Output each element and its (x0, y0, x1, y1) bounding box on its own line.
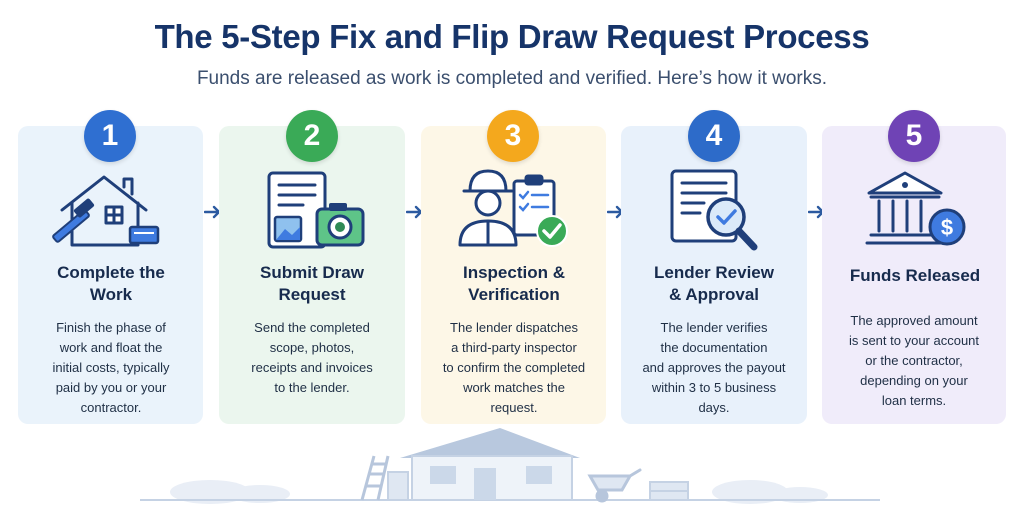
step-5-description: The approved amount is sent to your acco… (848, 313, 980, 408)
inspector-checklist-icon (458, 169, 568, 247)
step-5-badge: 5 (888, 110, 940, 162)
step-5-heading: Funds Released (849, 266, 981, 285)
step-3-heading: Inspection & Verification (462, 263, 565, 304)
document-camera-icon (267, 171, 365, 249)
svg-text:$: $ (941, 215, 953, 240)
step-5-card (822, 126, 1006, 424)
house-hammer-icon (52, 175, 160, 247)
step-2-badge: 2 (286, 110, 338, 162)
step-4-heading: Lender Review & Approval (654, 263, 774, 304)
step-3-description: The lender dispatches a third-party insp… (442, 320, 586, 415)
step-4-badge: 4 (688, 110, 740, 162)
step-2-heading: Submit Draw Request (260, 263, 364, 304)
step-3-card (421, 126, 606, 424)
step-3-badge: 3 (487, 110, 539, 162)
step-1-badge: 1 (84, 110, 136, 162)
house-construction-scene-icon (140, 428, 880, 504)
page-subtitle: Funds are released as work is completed … (196, 68, 828, 89)
step-1-description: Finish the phase of work and float the i… (52, 320, 170, 415)
page-title: The 5-Step Fix and Flip Draw Request Pro… (154, 18, 870, 55)
step-2-description: Send the completed scope, photos, receip… (251, 320, 373, 395)
step-1-heading: Complete the Work (57, 263, 165, 304)
step-1-card (18, 126, 203, 424)
document-magnifier-icon (670, 169, 758, 251)
bank-dollar-icon: $ (865, 171, 966, 246)
step-4-description: The lender verifies the documentation an… (642, 320, 786, 415)
